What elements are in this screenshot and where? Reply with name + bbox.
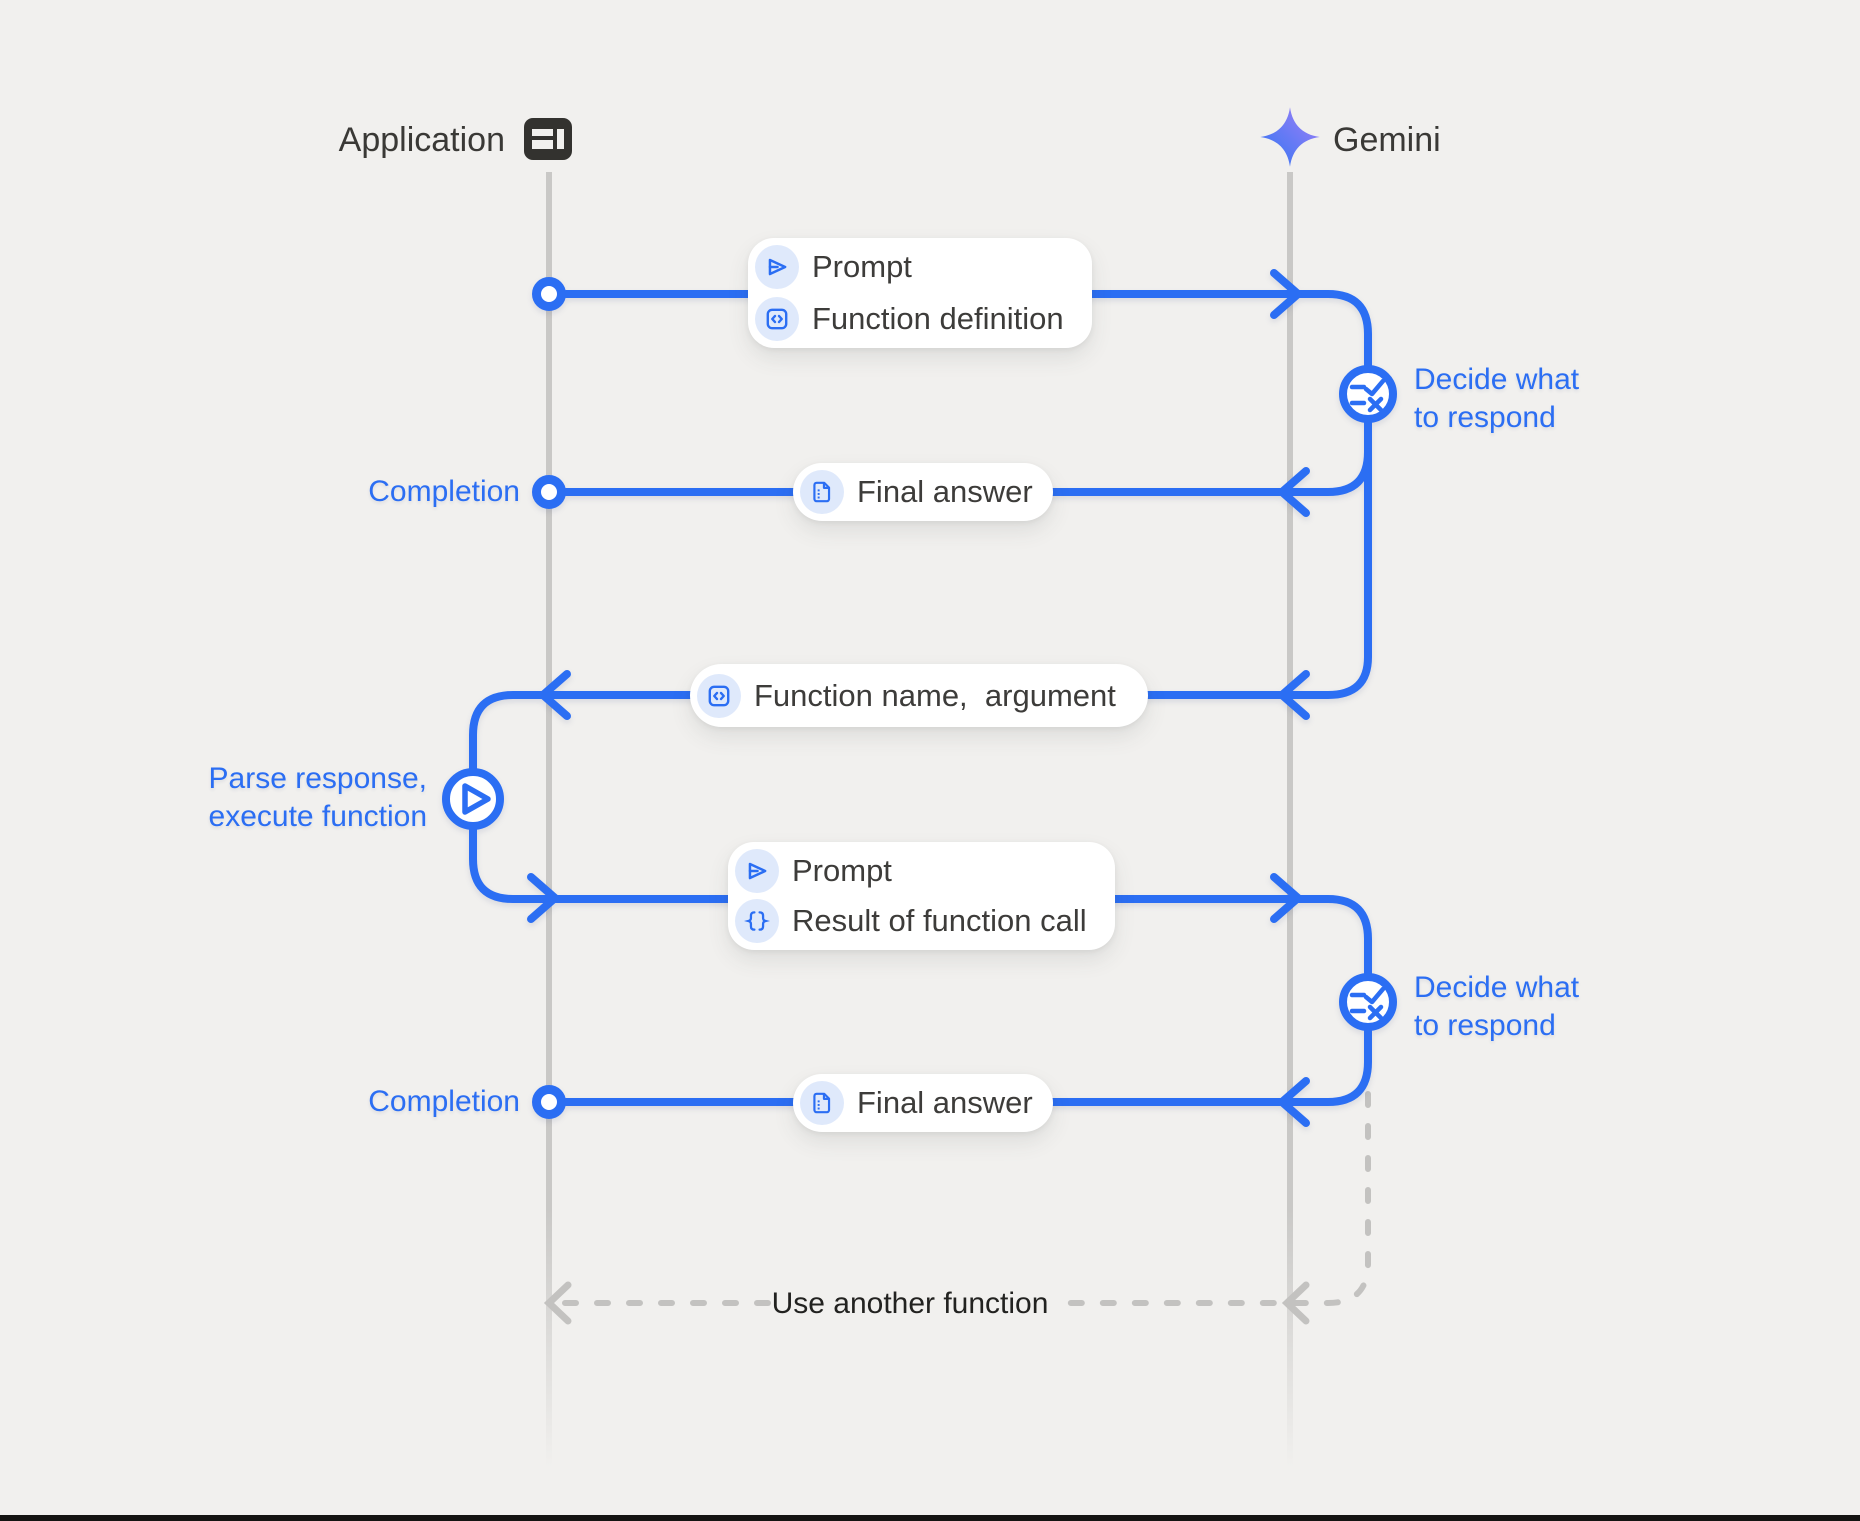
app-window-icon bbox=[524, 118, 572, 160]
send-icon bbox=[755, 245, 799, 290]
document-icon bbox=[800, 470, 844, 514]
application-header-label: Application bbox=[338, 121, 505, 159]
label-line: to respond bbox=[1414, 1009, 1556, 1042]
arrowhead-chevron-icon bbox=[527, 873, 559, 923]
arrowhead-chevron-icon bbox=[543, 1281, 572, 1325]
label-line: Decide what bbox=[1414, 363, 1580, 396]
message-label: Final answer bbox=[857, 1085, 1033, 1120]
decision-checklist-icon bbox=[1339, 365, 1397, 423]
code-icon bbox=[755, 296, 799, 341]
message-box-final-answer-2: Final answer bbox=[793, 1074, 1053, 1132]
message-label: Result of function call bbox=[792, 903, 1087, 939]
play-icon bbox=[442, 768, 504, 830]
code-icon bbox=[697, 673, 741, 718]
message-box-prompt-function-definition: Prompt Function definition bbox=[748, 238, 1092, 348]
label-line: Decide what bbox=[1414, 971, 1580, 1004]
arrowhead-chevron-icon bbox=[1281, 1281, 1310, 1325]
message-label: Prompt bbox=[792, 852, 892, 888]
decision-checklist-icon bbox=[1339, 973, 1397, 1031]
gemini-star-icon bbox=[1260, 107, 1320, 167]
message-box-prompt-result: Prompt Result of function call bbox=[728, 842, 1115, 950]
final-answer-branch-path bbox=[562, 448, 1372, 496]
message-box-final-answer-1: Final answer bbox=[793, 463, 1053, 521]
message-box-function-name-argument: Function name, argument bbox=[690, 664, 1148, 727]
blue-flow bbox=[442, 269, 1397, 1127]
bottom-edge-bar bbox=[0, 1515, 1860, 1521]
label-line: Parse response, bbox=[208, 762, 427, 795]
completion-label-1: Completion bbox=[368, 475, 520, 508]
arrowhead-chevron-icon bbox=[1278, 670, 1310, 720]
document-icon bbox=[800, 1081, 844, 1125]
decide-what-to-respond-label-2: Decide what to respond bbox=[1414, 969, 1674, 1045]
send-icon bbox=[735, 848, 779, 893]
decide-what-to-respond-label-1: Decide what to respond bbox=[1414, 361, 1674, 437]
lifeline-start-circle-icon bbox=[532, 277, 566, 311]
arrowhead-chevron-icon bbox=[1278, 1077, 1310, 1127]
lifeline-start-circle-icon bbox=[532, 475, 566, 509]
message-label: Prompt bbox=[812, 249, 912, 285]
label-line: to respond bbox=[1414, 401, 1556, 434]
message-label: Final answer bbox=[857, 474, 1033, 509]
arrowhead-chevron-icon bbox=[1270, 873, 1302, 923]
use-another-function-dashed-loop bbox=[543, 1091, 1371, 1325]
braces-icon bbox=[735, 899, 779, 944]
parse-response-execute-function-label: Parse response, execute function bbox=[160, 760, 427, 836]
arrowhead-chevron-icon bbox=[539, 670, 571, 720]
gemini-header-label: Gemini bbox=[1333, 121, 1441, 159]
message-label: Function definition bbox=[812, 300, 1064, 336]
arrowhead-chevron-icon bbox=[1278, 467, 1310, 517]
arrowhead-chevron-icon bbox=[1270, 269, 1302, 319]
label-line: execute function bbox=[208, 800, 427, 833]
use-another-function-label: Use another function bbox=[771, 1287, 1049, 1320]
message-label: Function name, argument bbox=[754, 677, 1116, 713]
completion-label-2: Completion bbox=[368, 1085, 520, 1118]
lifeline-start-circle-icon bbox=[532, 1085, 566, 1119]
